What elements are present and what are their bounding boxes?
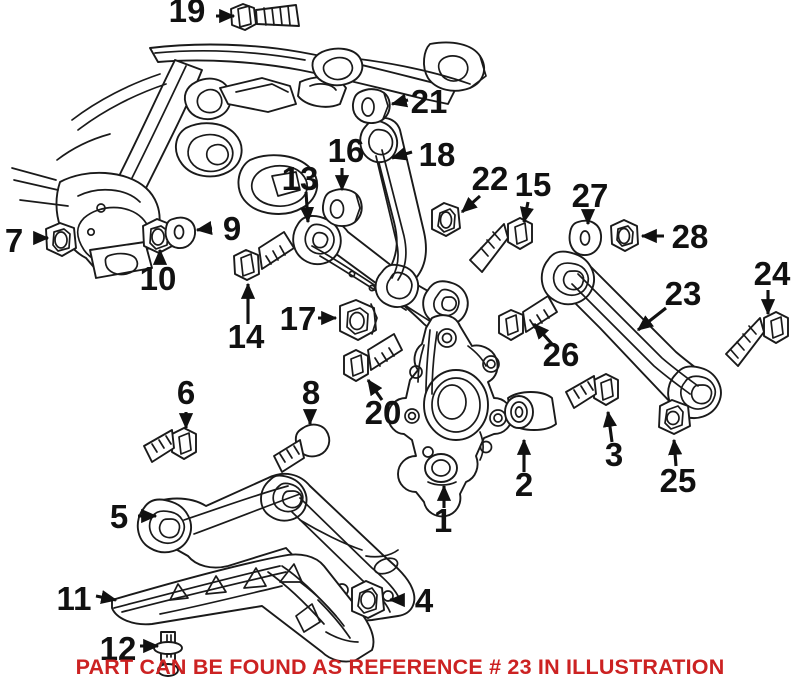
fastener-bolt-6 [143, 427, 197, 463]
fastener-push-pin-12 [153, 631, 183, 677]
callout-number-28: 28 [672, 218, 709, 255]
part-toe-link-arm [359, 116, 427, 308]
fastener-bolt-15 [469, 217, 533, 273]
part-trailing-link-arm [540, 250, 722, 419]
fastener-bolt-24 [725, 311, 789, 367]
callout-number-4: 4 [415, 582, 434, 619]
fastener-bolt-26 [498, 295, 558, 341]
fastener-bolt-14 [233, 231, 295, 281]
callout-number-5: 5 [110, 498, 128, 535]
callout-number-9: 9 [223, 210, 241, 247]
part-upper-control-arm [292, 215, 469, 332]
part-underbody-shield [111, 553, 375, 663]
fastener-bushing-2 [504, 391, 557, 431]
callout-number-15: 15 [515, 166, 552, 203]
rear-subframe [11, 41, 487, 279]
callout-number-17: 17 [280, 300, 317, 337]
fastener-nut-7 [45, 222, 77, 257]
callout-number-25: 25 [660, 462, 697, 499]
footnote-reference-text: PART CAN BE FOUND AS REFERENCE # 23 IN I… [76, 655, 725, 679]
callout-number-8: 8 [302, 374, 320, 411]
fastener-washer-9 [164, 216, 196, 249]
fastener-bolt-19 [230, 3, 300, 31]
callout-number-12: 12 [100, 630, 137, 667]
fastener-locknut-17 [339, 299, 378, 341]
callout-numbers: 19 7 10 9 14 13 16 18 21 22 15 27 28 24 … [5, 0, 791, 667]
callout-number-23: 23 [665, 275, 702, 312]
callout-number-6: 6 [177, 374, 195, 411]
callout-number-13: 13 [282, 160, 319, 197]
callout-leaders [33, 8, 776, 654]
callout-number-2: 2 [515, 466, 533, 503]
callout-number-10: 10 [140, 260, 177, 297]
callout-number-14: 14 [228, 318, 265, 355]
part-steering-knuckle [387, 314, 513, 518]
fastener-nut-4 [351, 580, 385, 619]
callout-number-20: 20 [365, 394, 402, 431]
callout-number-18: 18 [419, 136, 456, 173]
callout-number-1: 1 [434, 502, 452, 539]
callout-number-24: 24 [754, 255, 791, 292]
callout-number-27: 27 [572, 177, 609, 214]
fastener-nut-28 [610, 219, 639, 252]
fastener-bolt-3 [565, 373, 619, 409]
fastener-bushing-nut-21 [352, 88, 391, 124]
fastener-nut-25 [658, 399, 691, 435]
fastener-bolt-20 [343, 333, 403, 382]
callout-number-21: 21 [411, 83, 448, 120]
fastener-nut-22 [431, 202, 461, 237]
callout-number-7: 7 [5, 222, 23, 259]
callout-number-26: 26 [543, 336, 580, 373]
fastener-spacer-16 [322, 188, 363, 227]
fastener-shoulder-bolt-8 [273, 423, 331, 473]
callout-number-19: 19 [169, 0, 206, 29]
callout-number-16: 16 [328, 132, 365, 169]
callout-number-3: 3 [605, 436, 623, 473]
callout-number-22: 22 [472, 160, 509, 197]
callout-number-11: 11 [57, 580, 92, 617]
fastener-washer-27 [568, 219, 602, 256]
